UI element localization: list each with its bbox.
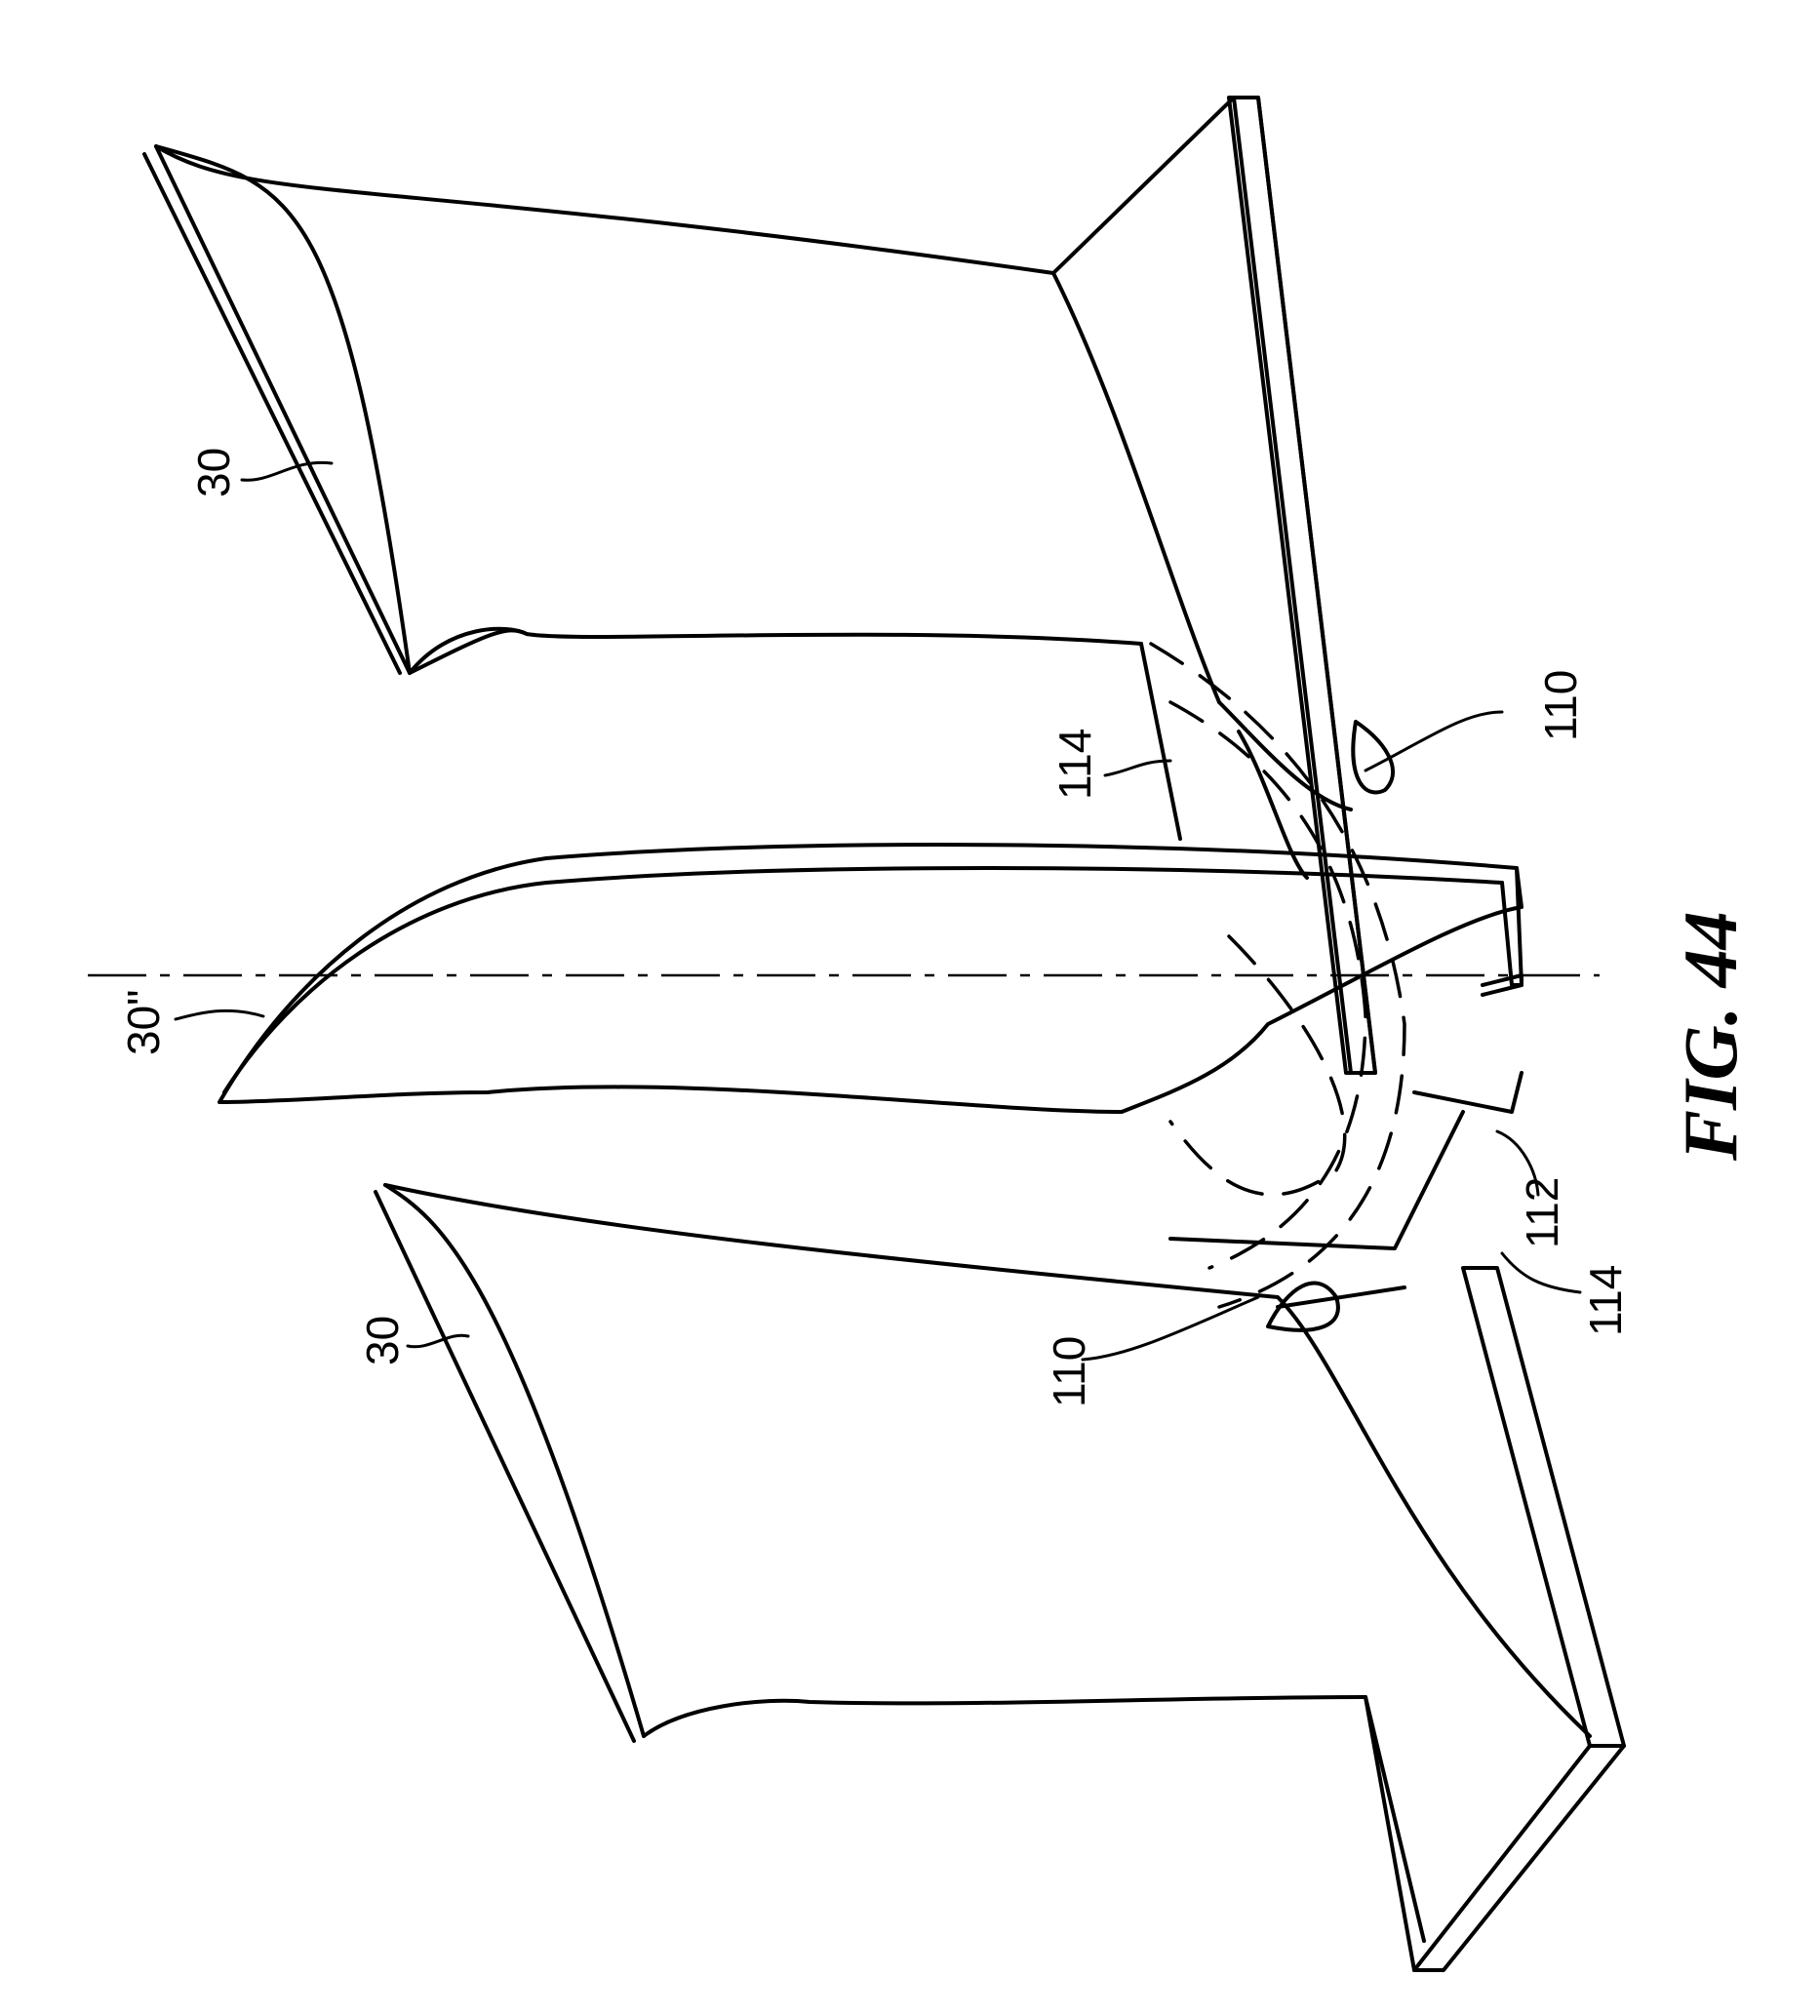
leader-lines [174,460,1582,1362]
label-30-center: 30" [118,990,169,1056]
label-114-lower: 114 [1580,1265,1631,1336]
platform-bottom [1364,1266,1626,1972]
label-30-bottom: 30 [357,1316,408,1365]
label-30-top: 30 [188,448,239,497]
figure-caption: FIG. 44 [1668,911,1753,1162]
blade-center [218,843,1523,1114]
blade-top [142,96,1377,1075]
label-110-lower: 110 [1044,1336,1094,1407]
root-fillet-region [1149,642,1523,1332]
label-110-upper: 110 [1535,670,1586,741]
label-112: 112 [1517,1177,1567,1248]
label-114-upper: 114 [1049,729,1100,800]
reference-labels: 30 30" 30 110 110 114 114 112 [118,448,1631,1407]
blade-bottom [374,1183,1592,1943]
platform-top [1139,96,1377,1075]
